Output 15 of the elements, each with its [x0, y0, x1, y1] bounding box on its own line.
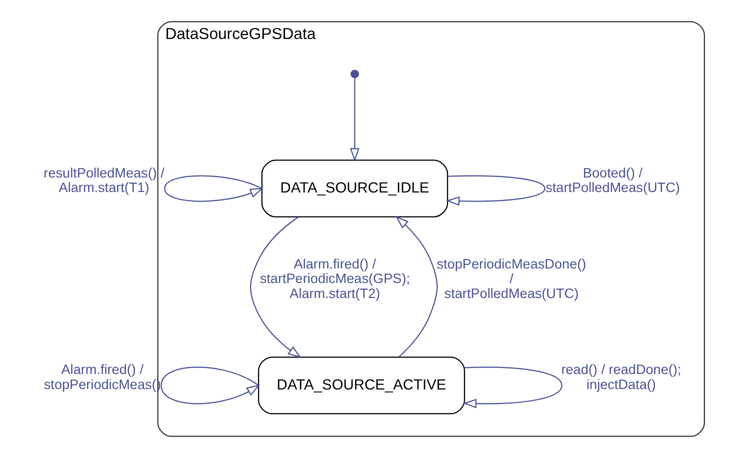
arrow — [164, 175, 264, 202]
edge-label: stopPeriodicMeasDone() / startPolledMeas(UTC) — [436, 256, 586, 301]
edge-label: Alarm.fired() / startPeriodicMeas(GPS); Alarm.start(T2) — [259, 256, 410, 301]
edge-label: resultPolledMeas() / Alarm.start(T1) — [43, 165, 164, 196]
edge-label: Booted() / startPolledMeas(UTC) — [545, 165, 680, 196]
node-box: DATA_SOURCE_ACTIVE — [257, 356, 465, 414]
edge-label: read() / readDone(); injectData() — [560, 362, 681, 392]
arrow — [445, 175, 545, 206]
node-circle — [350, 70, 358, 78]
arrow — [250, 216, 301, 358]
arrow — [160, 366, 260, 404]
arrow — [349, 78, 359, 162]
node-box: DATA_SOURCE_IDLE — [260, 160, 448, 218]
arrow — [462, 366, 562, 408]
arrow — [394, 216, 438, 358]
